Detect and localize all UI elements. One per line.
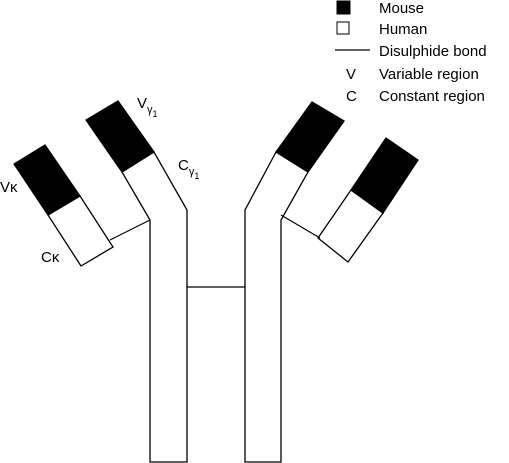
legend-human-label: Human [379,21,427,38]
disulphide-bond-right-light-heavy [280,214,321,239]
disulphide-bond-left-light-heavy [109,219,151,241]
label-c-gamma1: Cγ1 [178,157,199,181]
legend-variable-key: V [346,66,356,83]
legend-constant-key: C [346,88,357,105]
legend-mouse-swatch [336,0,351,15]
label-v-kappa: Vκ [0,179,18,196]
left-heavy-chain-constant [121,151,188,463]
left-light-variable-region [13,144,81,216]
right-light-variable-region [350,137,419,214]
right-heavy-chain-constant [244,151,309,463]
legend-constant-label: Constant region [379,88,485,105]
label-v-gamma1: Vγ1 [137,95,158,119]
right-heavy-variable-region [275,101,345,173]
legend-variable-label: Variable region [379,66,479,83]
left-heavy-variable-region [85,100,155,173]
legend-disulphide-label: Disulphide bond [379,43,487,60]
legend-human-swatch [336,21,350,35]
legend-mouse-label: Mouse [379,0,424,17]
legend: Mouse Human Disulphide bond V Variable r… [335,0,487,105]
label-c-kappa: Cκ [41,249,60,266]
